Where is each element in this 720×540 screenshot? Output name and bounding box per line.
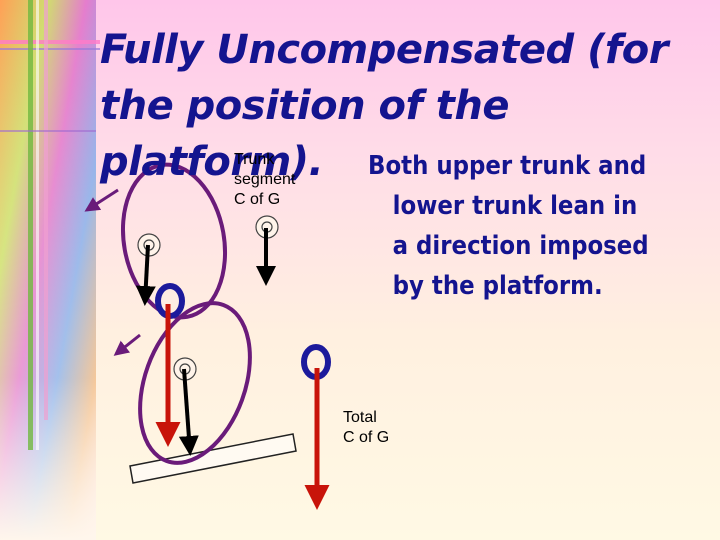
upper-segment-cog-arrow	[135, 244, 156, 306]
decorative-paint-strip	[0, 0, 100, 540]
trunk-segment-cog-legend-marker	[255, 215, 279, 239]
upper-lean-arrow	[84, 188, 119, 212]
bullet-text: Both upper trunk and lower trunk lean in…	[368, 151, 649, 301]
tilted-platform	[129, 433, 297, 484]
lower-trunk-segment-outline	[138, 301, 252, 465]
trunk-segment-cog-label: Trunk segment C of G	[234, 151, 296, 208]
upper-trunk-segment-outline	[120, 162, 228, 320]
slide-title: Fully Uncompensated (for the position of…	[100, 27, 668, 185]
total-cog-label: Total C of G	[343, 409, 390, 446]
lower-segment-cog-arrow	[178, 368, 199, 456]
lower-lean-arrow	[113, 333, 141, 356]
